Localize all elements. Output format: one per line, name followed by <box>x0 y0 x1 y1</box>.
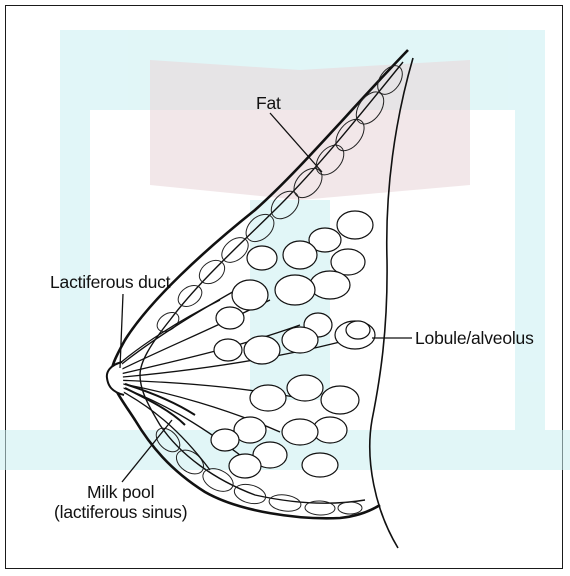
leader-duct <box>120 294 123 368</box>
label-milk-pool-line2: (lactiferous sinus) <box>54 502 187 522</box>
label-fat: Fat <box>254 93 283 113</box>
nipple <box>107 362 124 395</box>
label-milk-pool-line1: Milk pool <box>54 482 187 502</box>
label-milk-pool: Milk pool (lactiferous sinus) <box>52 482 189 522</box>
label-lactiferous-duct: Lactiferous duct <box>48 272 172 292</box>
label-lobule-alveolus: Lobule/alveolus <box>413 328 536 348</box>
